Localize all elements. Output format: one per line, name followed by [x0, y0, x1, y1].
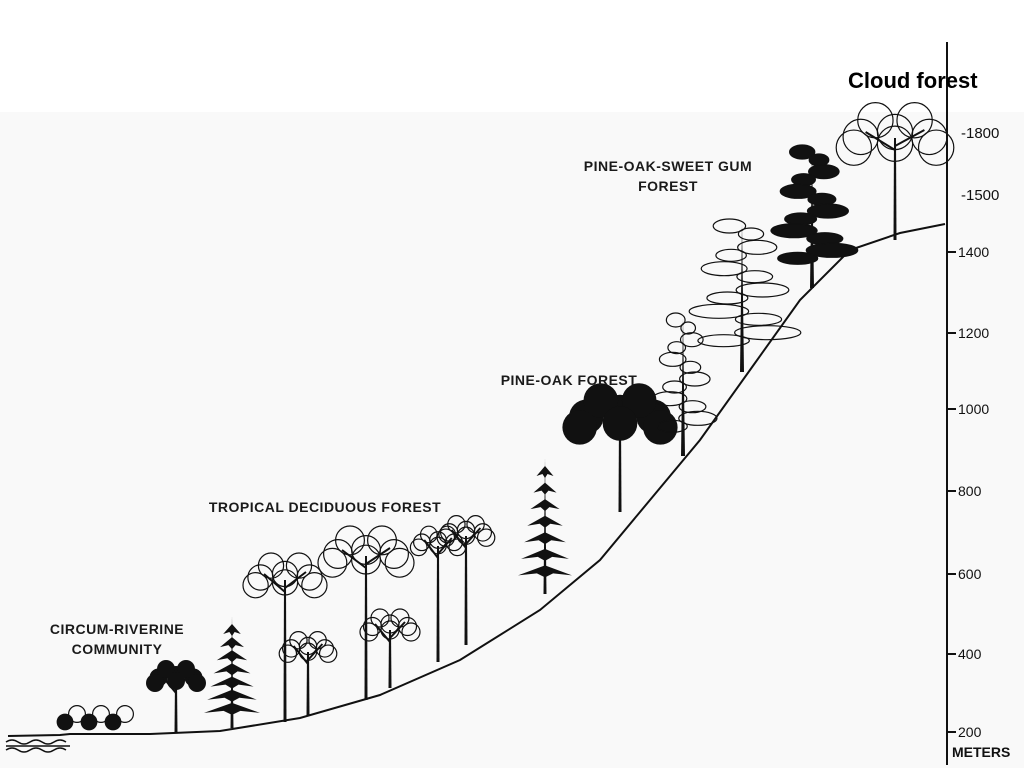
axis-tick-label-800: 800 — [958, 483, 982, 499]
deciduous-tree — [278, 630, 338, 716]
conifer-tree — [204, 616, 260, 728]
deciduous-tree — [562, 383, 678, 512]
deciduous-tree — [317, 525, 415, 700]
axis-tick-label-1500: -1500 — [961, 187, 1000, 204]
deciduous-tree — [359, 608, 421, 688]
pine-tree — [651, 312, 718, 456]
pine-tree — [770, 144, 859, 288]
deciduous-tree — [835, 101, 955, 240]
axis-tick-label-200: 200 — [958, 724, 982, 740]
river-water — [5, 739, 70, 753]
axis-tick-label-1400: 1400 — [958, 244, 990, 260]
deciduous-tree — [436, 514, 496, 645]
axis-tick-label-1200: 1200 — [958, 325, 990, 341]
shrub — [56, 704, 134, 731]
ground-profile — [7, 223, 946, 737]
axis-unit-label: METERS — [952, 744, 1011, 760]
axis-tick-label-400: 400 — [958, 646, 982, 662]
conifer-tree — [518, 458, 572, 594]
zone-label-line: PINE-OAK FOREST — [500, 372, 638, 388]
zone-label-line: PINE-OAK-SWEET GUM — [583, 158, 753, 174]
page-title: Cloud forest — [848, 68, 978, 93]
axis-tick-marks — [947, 251, 956, 733]
pine-tree — [688, 218, 802, 372]
zone-label-line: CIRCUM-RIVERINE — [49, 621, 185, 637]
deciduous-tree — [242, 552, 328, 722]
zone-label-circum-riverine: CIRCUM-RIVERINE COMMUNITY — [40, 619, 194, 659]
axis-tick-label-1800: -1800 — [961, 125, 1000, 142]
zone-label-line: TROPICAL DECIDUOUS FOREST — [208, 499, 442, 515]
zone-label-tropical-deciduous: TROPICAL DECIDUOUS FOREST — [196, 497, 454, 517]
zone-label-pine-oak: PINE-OAK FOREST — [488, 370, 650, 390]
deciduous-tree — [146, 660, 206, 733]
zone-label-line: COMMUNITY — [71, 641, 163, 657]
zone-label-line: FOREST — [638, 178, 698, 194]
axis-tick-label-600: 600 — [958, 566, 982, 582]
axis-tick-label-1000: 1000 — [958, 401, 990, 417]
zone-label-pine-oak-sweet-gum: PINE-OAK-SWEET GUM FOREST — [568, 156, 768, 196]
scan-panel — [0, 112, 1024, 768]
trees — [56, 101, 955, 733]
